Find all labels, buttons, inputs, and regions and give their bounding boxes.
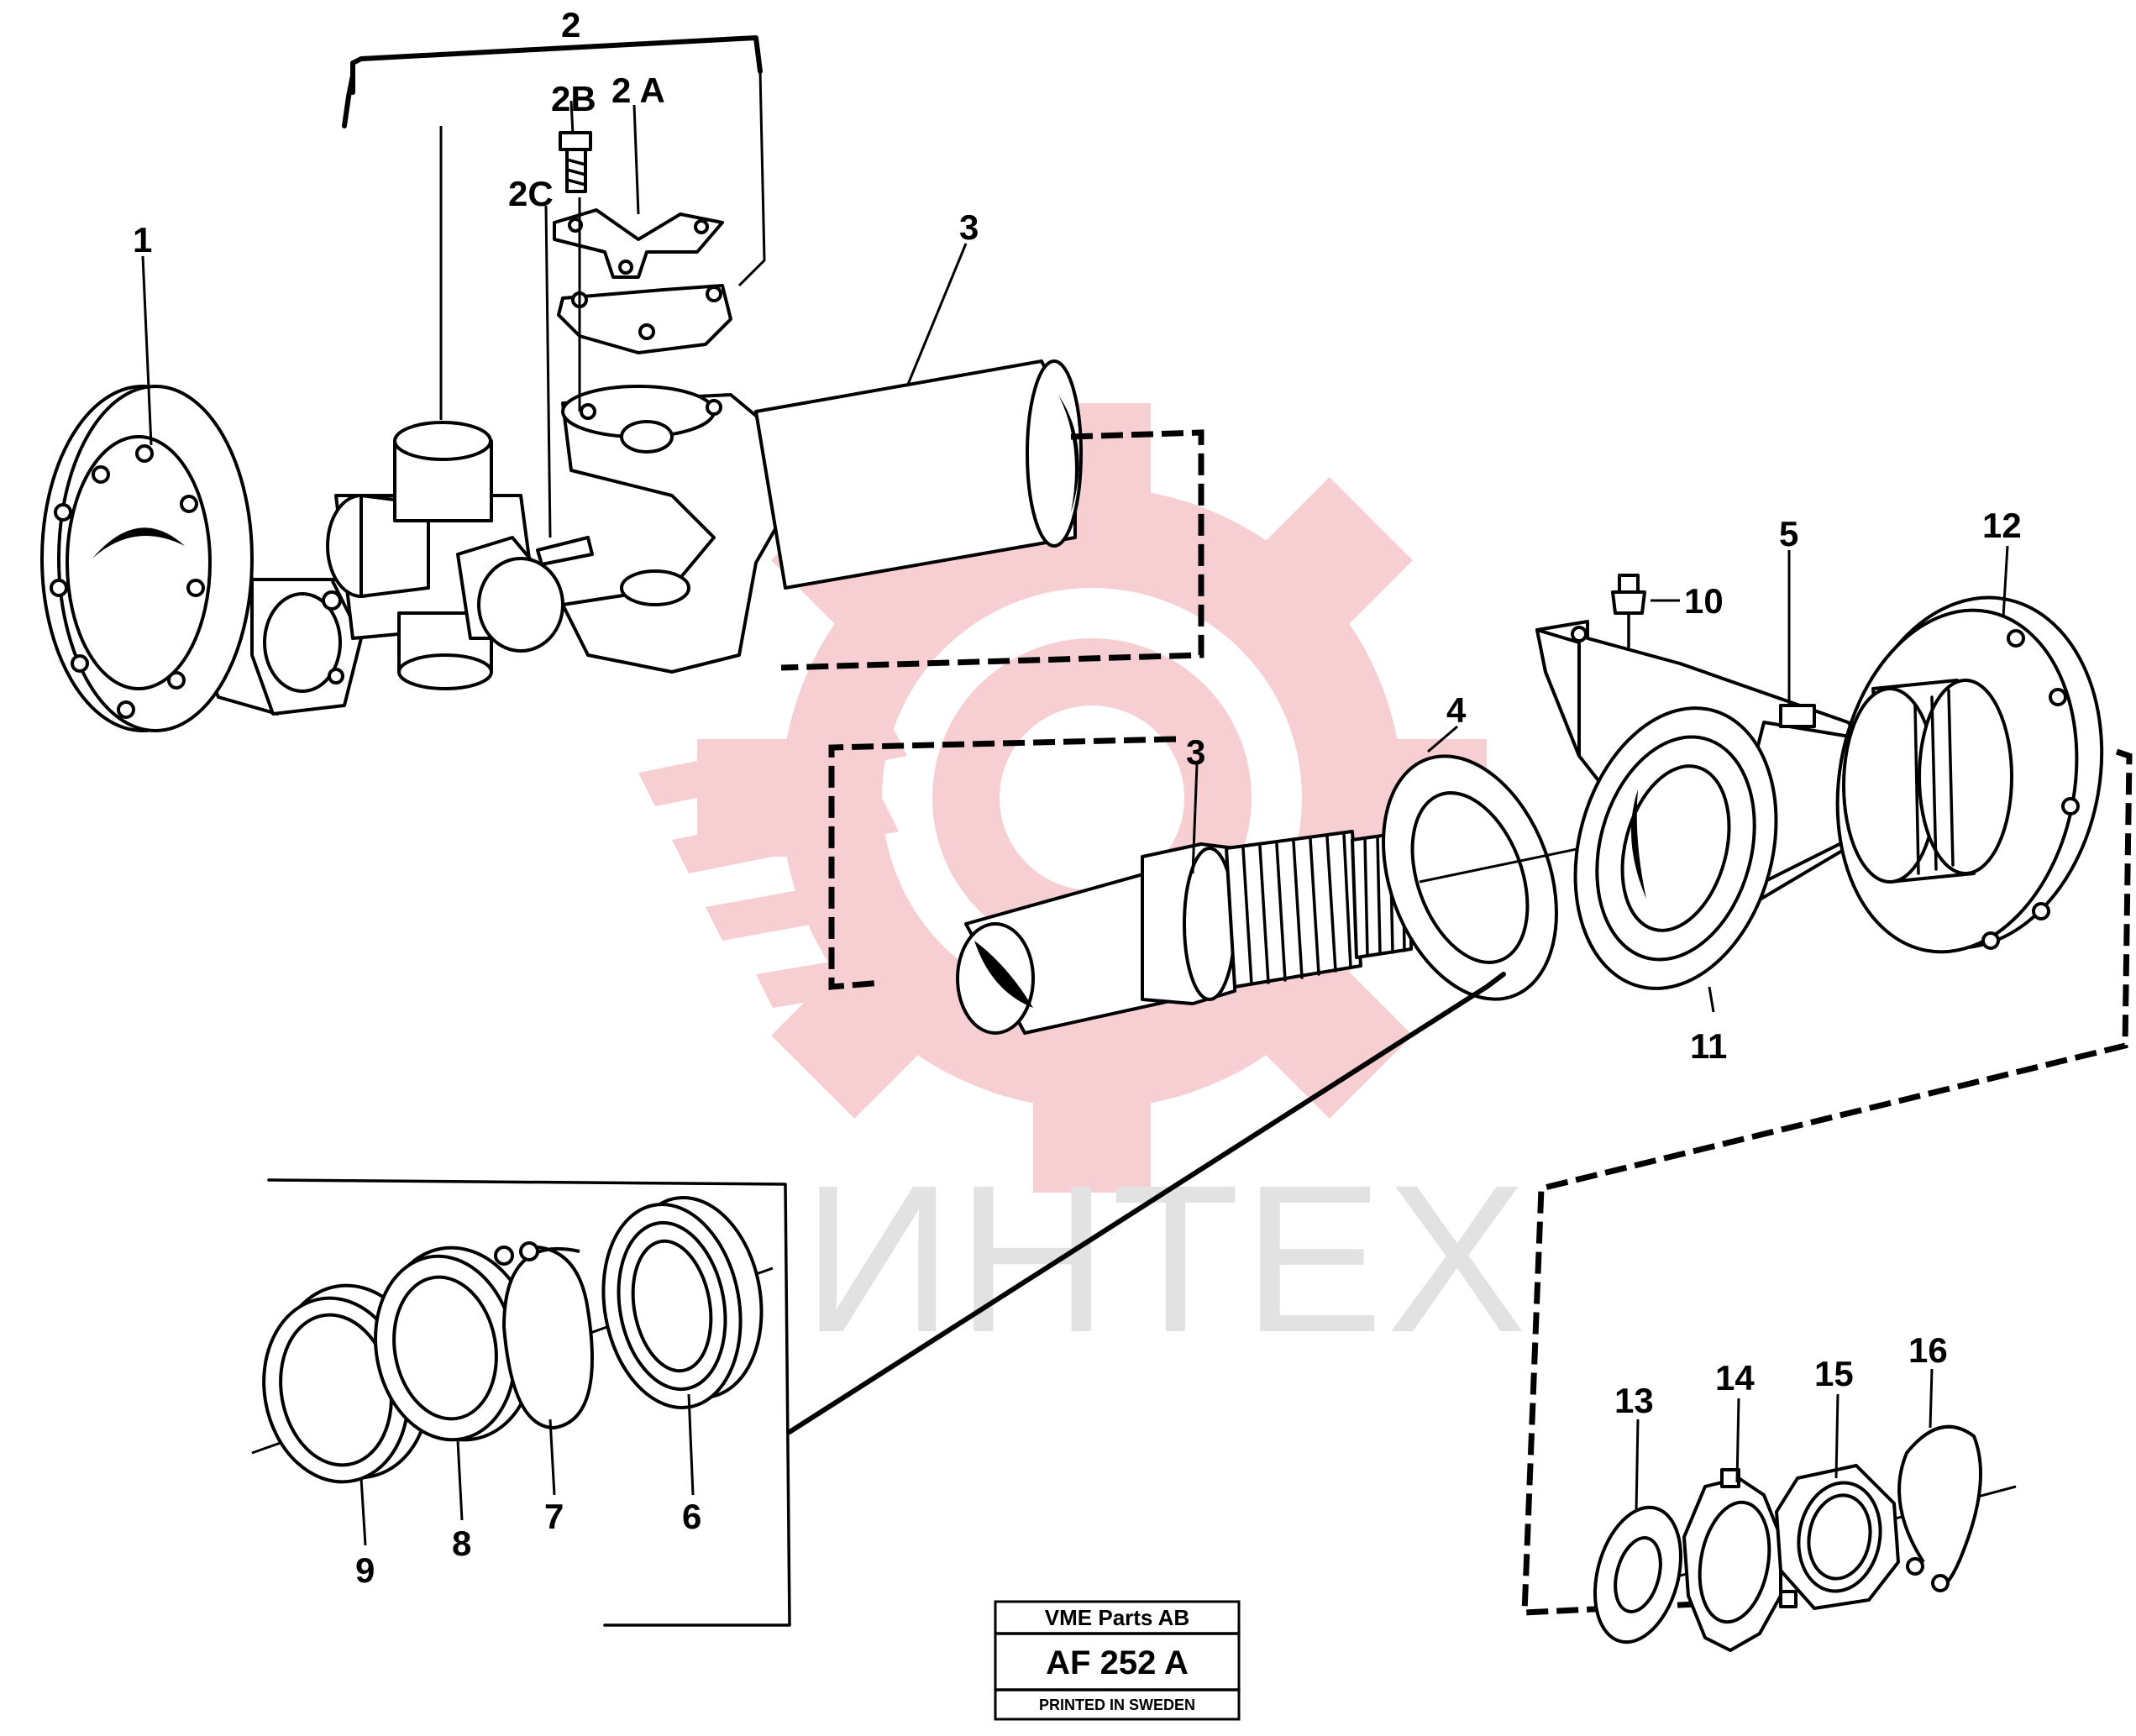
title-block: VME Parts AB AF 252 A PRINTED IN SWEDEN [994,1600,1241,1721]
part-13-washer [1593,1505,1682,1644]
callout-11: 11 [1690,1026,1727,1066]
detail-leader-thick [787,972,1506,1434]
stamp-printed: PRINTED IN SWEDEN [1039,1697,1195,1713]
break-line-lower [828,736,1177,990]
part-3-tube-yoke [561,359,1083,674]
watermark-text: ИНТЕХ [802,1141,1530,1376]
callout-2b: 2B [551,79,596,118]
callout-2: 2 [561,5,580,45]
break-line-upper [780,429,1204,671]
part-6-ball-bearing [601,1196,764,1409]
part-16-circlip [1897,1424,1982,1592]
callout-14: 14 [1715,1358,1755,1398]
callout-8: 8 [452,1524,471,1563]
callout-labels: 1 2 2 A 2B 2C 3 3 4 5 6 7 8 9 10 11 12 1… [133,5,2022,1590]
callout-3-lower: 3 [1186,732,1205,772]
part-2a-2b-lock-plate-bolt [553,131,732,354]
callout-10: 10 [1684,581,1724,621]
callout-4: 4 [1446,690,1467,730]
callout-7: 7 [544,1497,564,1536]
detail-frame [267,1178,791,1627]
part-15-nut [1775,1464,1900,1610]
part-7-circlip [494,1241,594,1429]
stamp-company: VME Parts AB [1045,1605,1189,1630]
callout-1: 1 [133,220,152,260]
part-10-grease-nipple [1611,574,1646,648]
part-8-seal-ring [374,1246,536,1442]
callout-12: 12 [1982,506,2022,545]
part-3-spline-shaft [956,830,1413,1035]
callout-3-upper: 3 [959,207,979,247]
callout-16: 16 [1908,1330,1948,1370]
callout-13: 13 [1614,1381,1654,1420]
part-14-lock-washer [1682,1468,1797,1652]
break-line-right [1521,748,2133,1616]
part-4-washer [1382,754,1558,1001]
callout-15: 15 [1814,1354,1854,1393]
part-2-universal-joint [326,421,594,690]
callout-2c: 2C [508,174,554,213]
part-12-companion-flange [1835,595,2104,954]
leader-lines [141,35,2009,1546]
part-1-flange-yoke [40,385,363,732]
callout-6: 6 [682,1497,701,1536]
stamp-code: AF 252 A [1046,1644,1189,1681]
callout-9: 9 [355,1550,375,1590]
part-11-bearing-housing [1573,706,1778,990]
callout-5: 5 [1779,514,1798,553]
callout-2a: 2 A [611,71,665,110]
